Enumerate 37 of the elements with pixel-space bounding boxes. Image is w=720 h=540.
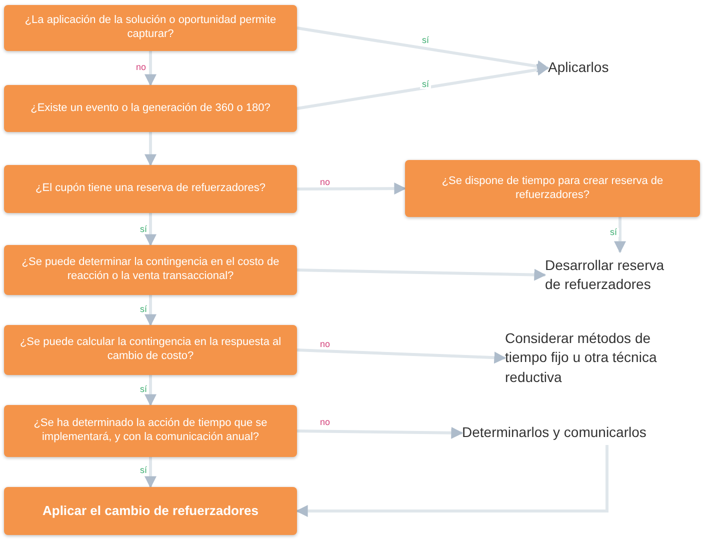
- connector-arrow: [296, 64, 550, 110]
- connector-arrow: [296, 445, 608, 517]
- connector-arrow: [297, 182, 406, 195]
- process-box: ¿Existe un evento o la generación de 360 o 180?: [4, 85, 297, 132]
- edge-label: no: [318, 178, 332, 187]
- outcome-text: Aplicarlos: [548, 57, 628, 79]
- connector-arrow: [614, 217, 626, 254]
- edge-label: sí: [138, 466, 150, 475]
- connector-arrow: [144, 132, 156, 166]
- edge-label: sí: [138, 225, 150, 234]
- connector-arrow: [144, 213, 156, 246]
- outcome-text: Determinarlos y comunicarlos: [462, 421, 684, 445]
- edge-label: sí: [608, 228, 620, 237]
- outcome-text: Considerar métodos de tiempo fijo u otra técnica reductiva: [505, 325, 685, 391]
- process-box: ¿Se puede calcular la contingencia en la respuesta al cambio de costo?: [4, 325, 297, 375]
- edge-label: sí: [420, 36, 432, 45]
- edge-label: no: [318, 418, 332, 427]
- process-box: Aplicar el cambio de refuerzadores: [4, 487, 297, 535]
- connector-arrow: [144, 375, 156, 406]
- process-box: ¿La aplicación de la solución o oportunidad permite capturar?: [4, 5, 297, 51]
- connector-arrow: [144, 51, 156, 86]
- process-box: ¿Se dispone de tiempo para crear reserva de refuerzadores?: [405, 160, 700, 217]
- process-box: ¿El cupón tiene una reserva de refuerzadores?: [4, 165, 297, 213]
- connector-arrow: [296, 268, 546, 281]
- edge-label: sí: [138, 385, 150, 394]
- connector-arrow: [296, 26, 550, 72]
- edge-label: sí: [138, 305, 150, 314]
- connector-arrow: [296, 426, 464, 439]
- process-box: ¿Se puede determinar la contingencia en el costo de reacción o la venta transaccional?: [4, 245, 297, 295]
- edge-label: sí: [420, 80, 432, 89]
- edge-label: no: [318, 340, 332, 349]
- connector-arrow: [144, 295, 156, 326]
- edge-label: no: [134, 63, 148, 72]
- connector-arrow: [144, 457, 156, 488]
- process-box: ¿Se ha determinado la acción de tiempo que se implementará, y con la comunicación anual?: [4, 405, 297, 457]
- outcome-text: Desarrollar reserva de refuerzadores: [545, 252, 670, 298]
- connector-arrow: [296, 348, 506, 364]
